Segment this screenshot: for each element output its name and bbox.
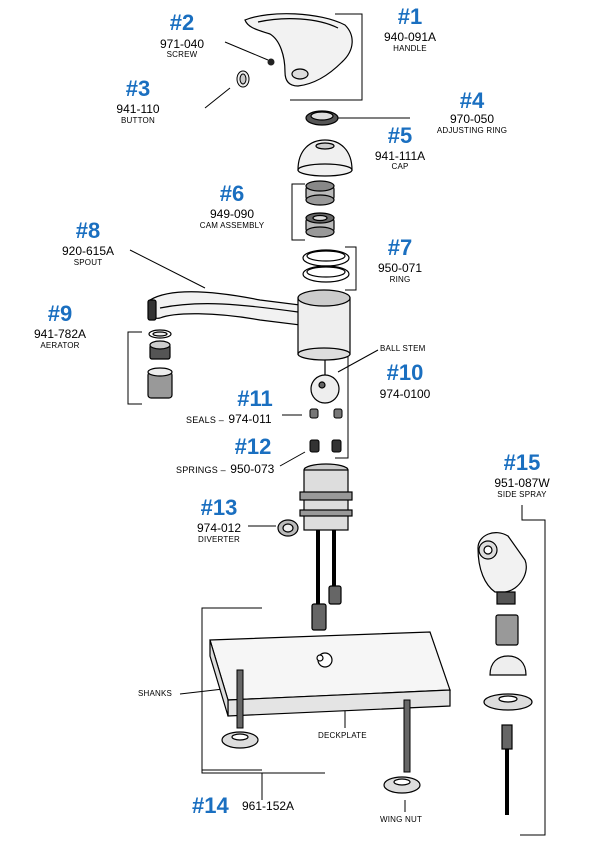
part-11-number: #11 — [237, 386, 273, 411]
part-3-desc: BUTTON — [121, 116, 155, 125]
bracket-14 — [201, 770, 325, 774]
leader-spout — [129, 249, 206, 289]
seals-part — [309, 408, 343, 419]
part-3-code: 941-110 — [116, 102, 160, 116]
wing-nut-left-part — [221, 731, 259, 749]
part-14-number: #14 — [192, 793, 229, 818]
bracket-side-spray — [520, 505, 546, 836]
part-15-number: #15 — [503, 450, 541, 475]
springs-prefix: SPRINGS – — [176, 465, 226, 475]
valve-body-part — [299, 463, 353, 631]
bracket-shanks — [201, 607, 262, 771]
cam-assembly-part — [305, 180, 335, 238]
part-7-number: #7 — [387, 235, 413, 260]
leader-ball-stem — [337, 349, 379, 373]
deckplate-part — [209, 631, 451, 717]
spout-part — [147, 289, 351, 361]
diverter-part — [277, 519, 299, 537]
part-5-desc: CAP — [391, 162, 409, 171]
ball-stem-part — [310, 360, 340, 404]
part-7-desc: RING — [389, 275, 411, 284]
part-4-number: #4 — [459, 88, 485, 113]
shanks-label: SHANKS — [138, 689, 173, 698]
seals-label: SEALS – 974-011 — [186, 410, 272, 428]
wing-nut-label: WING NUT — [380, 815, 423, 824]
leader-screw — [224, 41, 269, 61]
part-3-number: #3 — [125, 76, 151, 101]
part-6-number: #6 — [219, 181, 245, 206]
adjusting-ring-part — [305, 110, 339, 126]
part-13-number: #13 — [200, 495, 238, 520]
part-4-code: 970-050 — [449, 112, 495, 126]
cap-part — [297, 139, 353, 177]
part-5-number: #5 — [387, 123, 413, 148]
part-15-desc: SIDE SPRAY — [497, 490, 547, 499]
part-2-desc: SCREW — [166, 50, 198, 59]
shanks-part — [236, 669, 411, 773]
part-9-desc: AERATOR — [40, 341, 80, 350]
part-9-code: 941-782A — [33, 327, 87, 341]
bracket-handle — [290, 13, 363, 101]
wing-nut-right-part — [383, 776, 421, 794]
part-11-code: 974-011 — [228, 412, 272, 426]
part-8-code: 920-615A — [61, 244, 115, 258]
handle-part — [244, 13, 353, 87]
bracket-ring — [345, 246, 357, 291]
ring-part — [302, 249, 350, 283]
bracket-aerator — [127, 331, 142, 405]
screw-part — [267, 58, 275, 66]
deckplate-label: DECKPLATE — [318, 731, 367, 740]
part-10-code: 974-0100 — [379, 387, 431, 401]
part-14-code: 961-152A — [242, 799, 295, 813]
side-spray-part — [477, 532, 533, 815]
part-10-desc: BALL STEM — [380, 344, 426, 353]
part-9-number: #9 — [47, 301, 73, 326]
part-15-code: 951-087W — [494, 476, 550, 490]
part-2-code: 971-040 — [159, 37, 205, 51]
part-13-desc: DIVERTER — [198, 535, 240, 544]
part-5-code: 941-111A — [374, 149, 426, 163]
part-1-number: #1 — [397, 4, 423, 29]
leader-button — [204, 87, 231, 109]
part-8-desc: SPOUT — [73, 258, 103, 267]
bracket-cam — [291, 183, 305, 241]
part-6-code: 949-090 — [209, 207, 255, 221]
part-7-code: 950-071 — [377, 261, 423, 275]
part-10-number: #10 — [386, 360, 424, 385]
button-part — [236, 70, 250, 88]
springs-part — [309, 439, 342, 453]
part-12-code: 950-073 — [230, 462, 275, 476]
part-2-number: #2 — [169, 10, 195, 35]
seals-prefix: SEALS – — [186, 415, 224, 425]
part-1-desc: HANDLE — [393, 44, 427, 53]
part-13-code: 974-012 — [196, 521, 242, 535]
part-6-desc: CAM ASSEMBLY — [199, 221, 265, 230]
part-8-number: #8 — [75, 218, 101, 243]
part-1-code: 940-091A — [383, 30, 437, 44]
aerator-part — [147, 329, 173, 399]
springs-label: SPRINGS – 950-073 — [176, 460, 274, 478]
leader-springs — [279, 451, 306, 467]
part-12-number: #12 — [234, 434, 272, 459]
part-4-desc: ADJUSTING RING — [436, 126, 508, 135]
